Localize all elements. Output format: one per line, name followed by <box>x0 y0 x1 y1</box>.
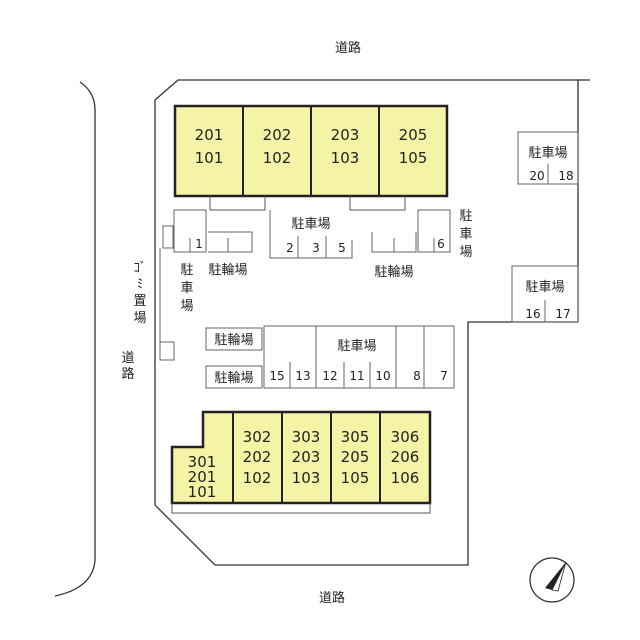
parking-space-18: 18 <box>558 169 573 183</box>
parking-label-mid-row: 駐車場 <box>337 339 376 354</box>
parking-space-5: 5 <box>338 241 346 255</box>
parking-space-17: 17 <box>555 307 570 321</box>
unit-b5-mid: 206 <box>391 448 420 466</box>
parking-space-20: 20 <box>529 169 544 183</box>
parking-space-13: 13 <box>295 369 310 383</box>
svg-text:駐: 駐 <box>180 263 193 278</box>
unit-b2-top: 302 <box>243 428 272 446</box>
unit-b1-top: 301 <box>188 453 217 471</box>
svg-text:場: 場 <box>180 299 193 314</box>
parking-upper-left: 1 <box>173 209 207 253</box>
road-top-label: 道路 <box>335 40 361 56</box>
porch-right <box>349 196 406 211</box>
unit-a4-lower: 105 <box>399 149 428 167</box>
middle-row: 駐輪場 駐輪場 駐車場 15 13 12 11 10 8 7 <box>205 325 455 389</box>
parking-space-12: 12 <box>322 369 337 383</box>
bicycle-parking-upper-left: 駐輪場 <box>208 231 253 278</box>
property-boundary <box>154 79 579 566</box>
compass-icon <box>529 557 575 603</box>
parking-top-right: 駐車場 20 18 <box>517 131 579 185</box>
svg-text:場: 場 <box>459 245 472 260</box>
bicycle-label-upper-right: 駐輪場 <box>374 264 413 280</box>
unit-b4-top: 305 <box>341 428 370 446</box>
unit-a1-upper: 201 <box>195 126 224 144</box>
trash-char-1: ｺﾞ <box>134 261 147 276</box>
unit-a2-lower: 102 <box>263 149 292 167</box>
trash-char-2: ﾐ <box>137 277 144 292</box>
parking-space-16: 16 <box>525 307 540 321</box>
unit-b5-bottom: 106 <box>391 469 420 487</box>
svg-text:車: 車 <box>459 227 472 242</box>
parking-label-top-right: 駐車場 <box>528 146 567 161</box>
unit-a1-lower: 101 <box>195 149 224 167</box>
unit-a3-lower: 103 <box>331 149 360 167</box>
parking-label-right-vertical: 駐 車 場 <box>459 209 472 260</box>
bicycle-label-upper-left: 駐輪場 <box>208 262 247 278</box>
parking-space-11: 11 <box>349 369 364 383</box>
parking-space-3: 3 <box>312 241 320 255</box>
unit-a4-upper: 205 <box>399 126 428 144</box>
parking-space-6: 6 <box>437 237 445 251</box>
bicycle-parking-upper-right: 駐輪場 <box>371 232 417 280</box>
parking-space-1: 1 <box>195 237 203 251</box>
road-left-label: 道 路 <box>121 351 134 382</box>
road-left-char-2: 路 <box>121 366 134 382</box>
building-a: 201 101 202 102 203 103 205 105 <box>173 104 449 198</box>
svg-text:車: 車 <box>180 281 193 296</box>
unit-b1-bottom: 101 <box>188 483 217 501</box>
trash-char-3: 置 <box>133 294 146 309</box>
svg-text:駐: 駐 <box>459 209 472 224</box>
parking-upper-right: 6 駐 車 場 <box>417 209 473 260</box>
parking-space-7: 7 <box>440 369 448 383</box>
parking-label-left-vertical: 駐 車 場 <box>180 263 193 314</box>
unit-b4-mid: 205 <box>341 448 370 466</box>
trash-char-4: 場 <box>133 311 146 326</box>
road-bottom-label: 道路 <box>319 590 345 606</box>
parking-label-upper-center: 駐車場 <box>291 217 330 232</box>
parking-upper-center: 駐車場 2 3 5 <box>269 210 353 259</box>
unit-b4-bottom: 105 <box>341 469 370 487</box>
building-b: 301 201 101 302 202 102 303 203 103 305 … <box>170 410 432 514</box>
unit-a3-upper: 203 <box>331 126 360 144</box>
unit-b2-bottom: 102 <box>243 469 272 487</box>
unit-b1-mid: 201 <box>188 468 217 486</box>
parking-space-8: 8 <box>413 369 421 383</box>
unit-a2-upper: 202 <box>263 126 292 144</box>
parking-space-15: 15 <box>269 369 284 383</box>
bicycle-label-mid-2: 駐輪場 <box>214 370 253 386</box>
trash-area: ｺﾞ ﾐ 置 場 <box>133 225 175 361</box>
parking-space-2: 2 <box>286 241 294 255</box>
parking-label-mid-right: 駐車場 <box>525 280 564 295</box>
unit-b3-mid: 203 <box>292 448 321 466</box>
unit-b3-top: 303 <box>292 428 321 446</box>
bicycle-label-mid-1: 駐輪場 <box>214 332 253 348</box>
unit-b5-top: 306 <box>391 428 420 446</box>
unit-b2-mid: 202 <box>243 448 272 466</box>
parking-space-10: 10 <box>375 369 390 383</box>
road-left-char-1: 道 <box>121 351 134 366</box>
unit-b3-bottom: 103 <box>292 469 321 487</box>
parking-mid-right: 駐車場 16 17 <box>511 265 579 323</box>
porch-left <box>209 196 266 211</box>
left-road-line <box>54 81 96 597</box>
